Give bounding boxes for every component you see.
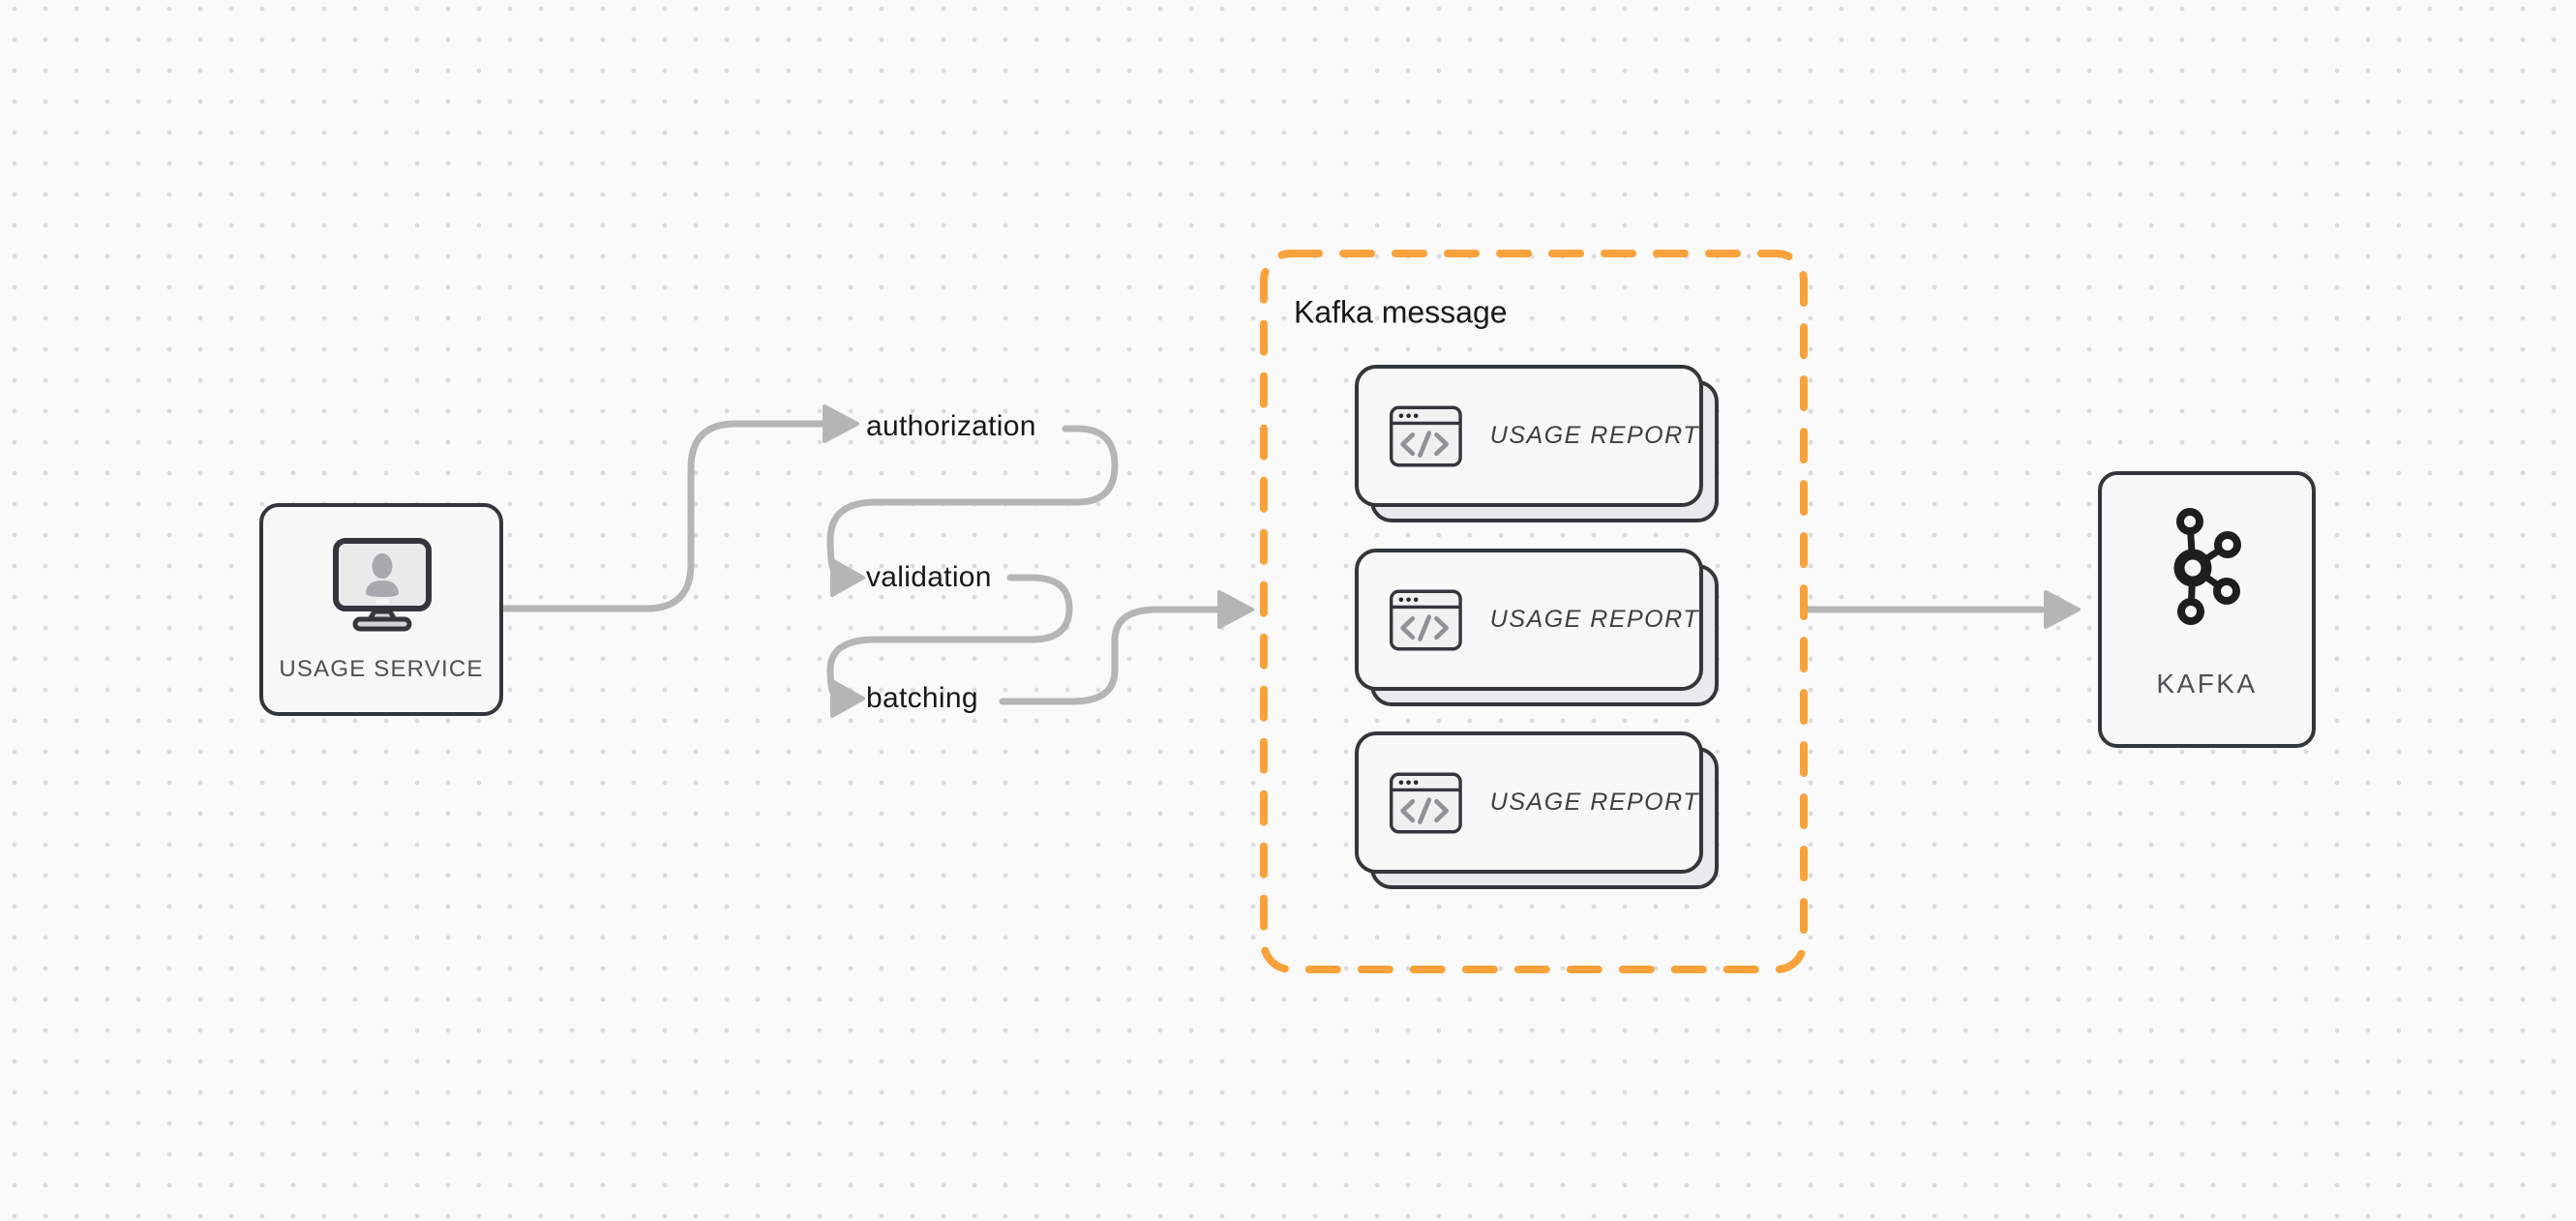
monitor-user-icon	[333, 538, 432, 632]
kafka-label: KAFKA	[2156, 669, 2258, 699]
code-window-icon	[1390, 772, 1462, 833]
arrowhead-batching	[830, 679, 865, 718]
usage-report-card-face: USAGE REPORT	[1355, 365, 1703, 507]
kafka-message-group-border[interactable]	[1260, 250, 1808, 973]
arrowhead-authorization	[823, 404, 859, 443]
code-window-icon	[1390, 405, 1462, 466]
usage-report-card-2[interactable]: USAGE REPORT	[1355, 549, 1719, 706]
arrowhead-kafka	[2044, 590, 2081, 629]
connector-authorization-to-validation	[826, 425, 1119, 581]
connector-usage-to-authorization	[500, 420, 826, 612]
kafka-node[interactable]: KAFKA	[2098, 471, 2316, 748]
usage-report-card-3[interactable]: USAGE REPORT	[1355, 731, 1719, 889]
kafka-logo-icon	[2173, 508, 2241, 625]
usage-report-label: USAGE REPORT	[1489, 422, 1699, 449]
arrowhead-group	[1217, 590, 1254, 629]
connector-batching-to-group	[999, 606, 1221, 705]
usage-report-card-face: USAGE REPORT	[1355, 731, 1703, 874]
connector-validation-to-batching	[826, 574, 1073, 702]
arrowhead-validation	[830, 558, 865, 597]
step-label-validation: validation	[866, 561, 992, 593]
usage-report-card-1[interactable]: USAGE REPORT	[1355, 365, 1719, 522]
kafka-message-group-title: Kafka message	[1294, 294, 1508, 330]
step-label-authorization: authorization	[866, 410, 1036, 442]
usage-service-label: USAGE SERVICE	[279, 656, 484, 682]
code-window-icon	[1390, 589, 1462, 650]
step-label-batching: batching	[866, 682, 978, 714]
usage-report-label: USAGE REPORT	[1489, 789, 1699, 816]
usage-report-card-face: USAGE REPORT	[1355, 549, 1703, 691]
usage-service-node[interactable]: USAGE SERVICE	[259, 503, 503, 716]
usage-report-label: USAGE REPORT	[1489, 606, 1699, 633]
